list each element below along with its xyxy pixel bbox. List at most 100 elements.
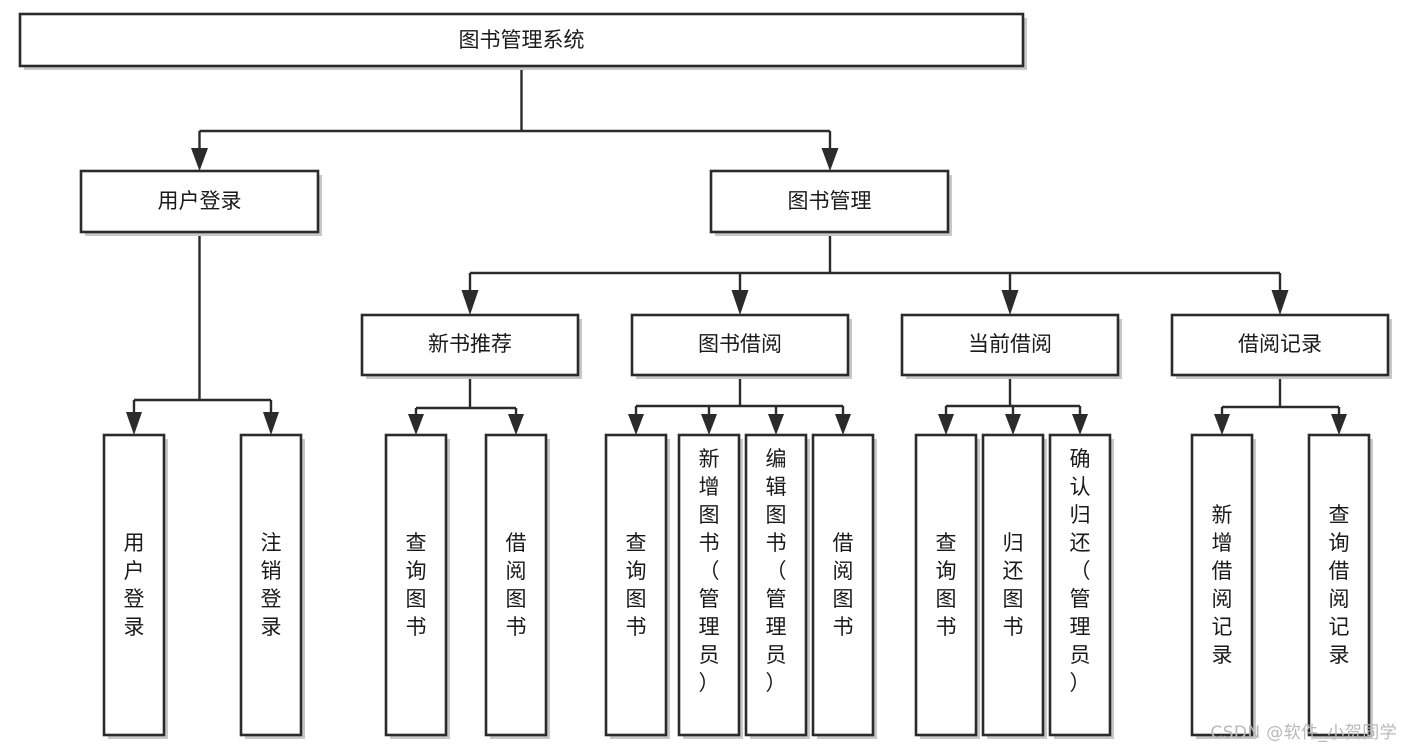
arrowhead-leaf-query-book-cur [938,414,954,435]
node-leaf-query-borrow-record[interactable]: 查询借阅记录 [1307,433,1373,739]
node-user-login[interactable]: 用户登录 [79,169,322,236]
vertical-glyph: 辑 [766,475,787,499]
vertical-glyph: 还 [1003,559,1024,583]
vertical-glyph: 归 [1003,531,1024,555]
vertical-glyph: 录 [124,615,145,639]
vertical-glyph: 增 [1212,531,1233,555]
vertical-glyph: 查 [626,531,647,555]
node-current-borrow[interactable]: 当前借阅 [900,313,1122,379]
node-leaf-edit-book-admin[interactable]: 编辑图书（管理员） [744,433,810,739]
vertical-glyph: ） [1070,671,1091,695]
vertical-glyph: 归 [1070,503,1091,527]
vertical-glyph: 管 [766,587,787,611]
node-current-borrow-label: 当前借阅 [968,332,1052,356]
node-leaf-add-book-admin-box [677,433,741,737]
node-leaf-add-borrow-record-box [1190,433,1254,737]
vertical-glyph: 借 [833,531,854,555]
node-user-login-label: 用户登录 [158,189,242,213]
node-leaf-logout[interactable]: 注销登录 [239,433,305,739]
arrowhead-book-manage [821,148,839,171]
vertical-glyph: 录 [1329,643,1350,667]
vertical-glyph: 图 [1003,587,1024,611]
node-leaf-confirm-return-admin-box [1048,433,1112,737]
node-borrow-record-label: 借阅记录 [1238,332,1322,356]
node-leaf-logout-label: 注销登录 [261,531,282,639]
vertical-glyph: 书 [766,531,787,555]
vertical-glyph: 管 [1070,587,1091,611]
vertical-glyph: 图 [506,587,527,611]
vertical-glyph: 询 [936,559,957,583]
node-leaf-user-login-box [102,433,166,737]
vertical-glyph: 注 [261,531,282,555]
node-leaf-return-book[interactable]: 归还图书 [981,433,1047,739]
vertical-glyph: 登 [261,587,282,611]
vertical-glyph: 新 [699,447,720,471]
vertical-glyph: 询 [626,559,647,583]
vertical-glyph: 阅 [1212,587,1233,611]
vertical-glyph: 理 [766,615,787,639]
node-leaf-add-book-admin[interactable]: 新增图书（管理员） [677,433,743,739]
node-leaf-borrow-book-rec[interactable]: 借阅图书 [484,433,550,739]
vertical-glyph: 询 [406,559,427,583]
node-book-manage-box [709,169,950,234]
arrowhead-leaf-add-borrow-record [1214,414,1230,435]
node-leaf-borrow-book-rec-box [484,433,548,737]
node-leaf-return-book-box [981,433,1045,737]
arrowhead-leaf-return-book [1005,414,1021,435]
node-leaf-add-book-admin-label: 新增图书（管理员） [699,447,720,695]
vertical-glyph: 销 [261,559,282,583]
node-root-label: 图书管理系统 [459,28,585,52]
node-leaf-query-borrow-record-box [1307,433,1371,737]
node-leaf-query-book-cur-box [914,433,978,737]
arrowhead-borrow-record [1271,290,1289,315]
vertical-glyph: 借 [506,531,527,555]
vertical-glyph: 认 [1070,475,1091,499]
vertical-glyph: 员 [766,643,787,667]
vertical-glyph: 询 [1329,531,1350,555]
node-leaf-query-book-rec-label: 查询图书 [406,531,427,639]
vertical-glyph: 录 [261,615,282,639]
node-leaf-add-borrow-record[interactable]: 新增借阅记录 [1190,433,1256,739]
vertical-glyph: ） [766,671,787,695]
vertical-glyph: 理 [1070,615,1091,639]
arrowhead-leaf-add-book-admin [701,414,717,435]
arrowhead-leaf-borrow-book [835,414,851,435]
node-leaf-borrow-book-rec-label: 借阅图书 [506,531,527,639]
node-root-box [18,12,1025,68]
node-leaf-query-book-borrow-label: 查询图书 [626,531,647,639]
vertical-glyph: 还 [1070,531,1091,555]
node-leaf-query-book-cur[interactable]: 查询图书 [914,433,980,739]
arrowhead-user-login [191,148,208,171]
vertical-glyph: 查 [936,531,957,555]
arrowhead-leaf-borrow-book-rec [508,414,524,435]
vertical-glyph: 查 [406,531,427,555]
arrowhead-book-borrow [731,290,749,315]
connector-layer [126,66,1347,435]
arrowhead-leaf-confirm-return-admin [1072,414,1088,435]
node-leaf-query-book-borrow[interactable]: 查询图书 [604,433,670,739]
vertical-glyph: 录 [1212,643,1233,667]
node-root[interactable]: 图书管理系统 [18,12,1027,70]
vertical-glyph: 借 [1329,559,1350,583]
node-leaf-query-book-borrow-box [604,433,668,737]
node-leaf-confirm-return-admin[interactable]: 确认归还（管理员） [1048,433,1114,739]
node-leaf-borrow-book[interactable]: 借阅图书 [811,433,877,739]
node-leaf-query-book-rec[interactable]: 查询图书 [384,433,450,739]
node-new-book-rec[interactable]: 新书推荐 [360,313,582,379]
node-leaf-confirm-return-admin-label: 确认归还（管理员） [1070,447,1091,695]
vertical-glyph: 图 [833,587,854,611]
vertical-glyph: 用 [124,531,145,555]
arrowhead-leaf-query-book-borrow [628,414,644,435]
node-borrow-record[interactable]: 借阅记录 [1170,313,1392,379]
vertical-glyph: ） [699,671,720,695]
node-leaf-edit-book-admin-box [744,433,808,737]
vertical-glyph: 阅 [833,559,854,583]
vertical-glyph: 管 [699,587,720,611]
node-book-borrow[interactable]: 图书借阅 [630,313,852,379]
vertical-glyph: 图 [936,587,957,611]
node-leaf-return-book-label: 归还图书 [1003,531,1024,639]
node-book-manage[interactable]: 图书管理 [709,169,952,236]
vertical-glyph: 书 [1003,615,1024,639]
vertical-glyph: 书 [506,615,527,639]
node-leaf-user-login[interactable]: 用户登录 [102,433,168,739]
